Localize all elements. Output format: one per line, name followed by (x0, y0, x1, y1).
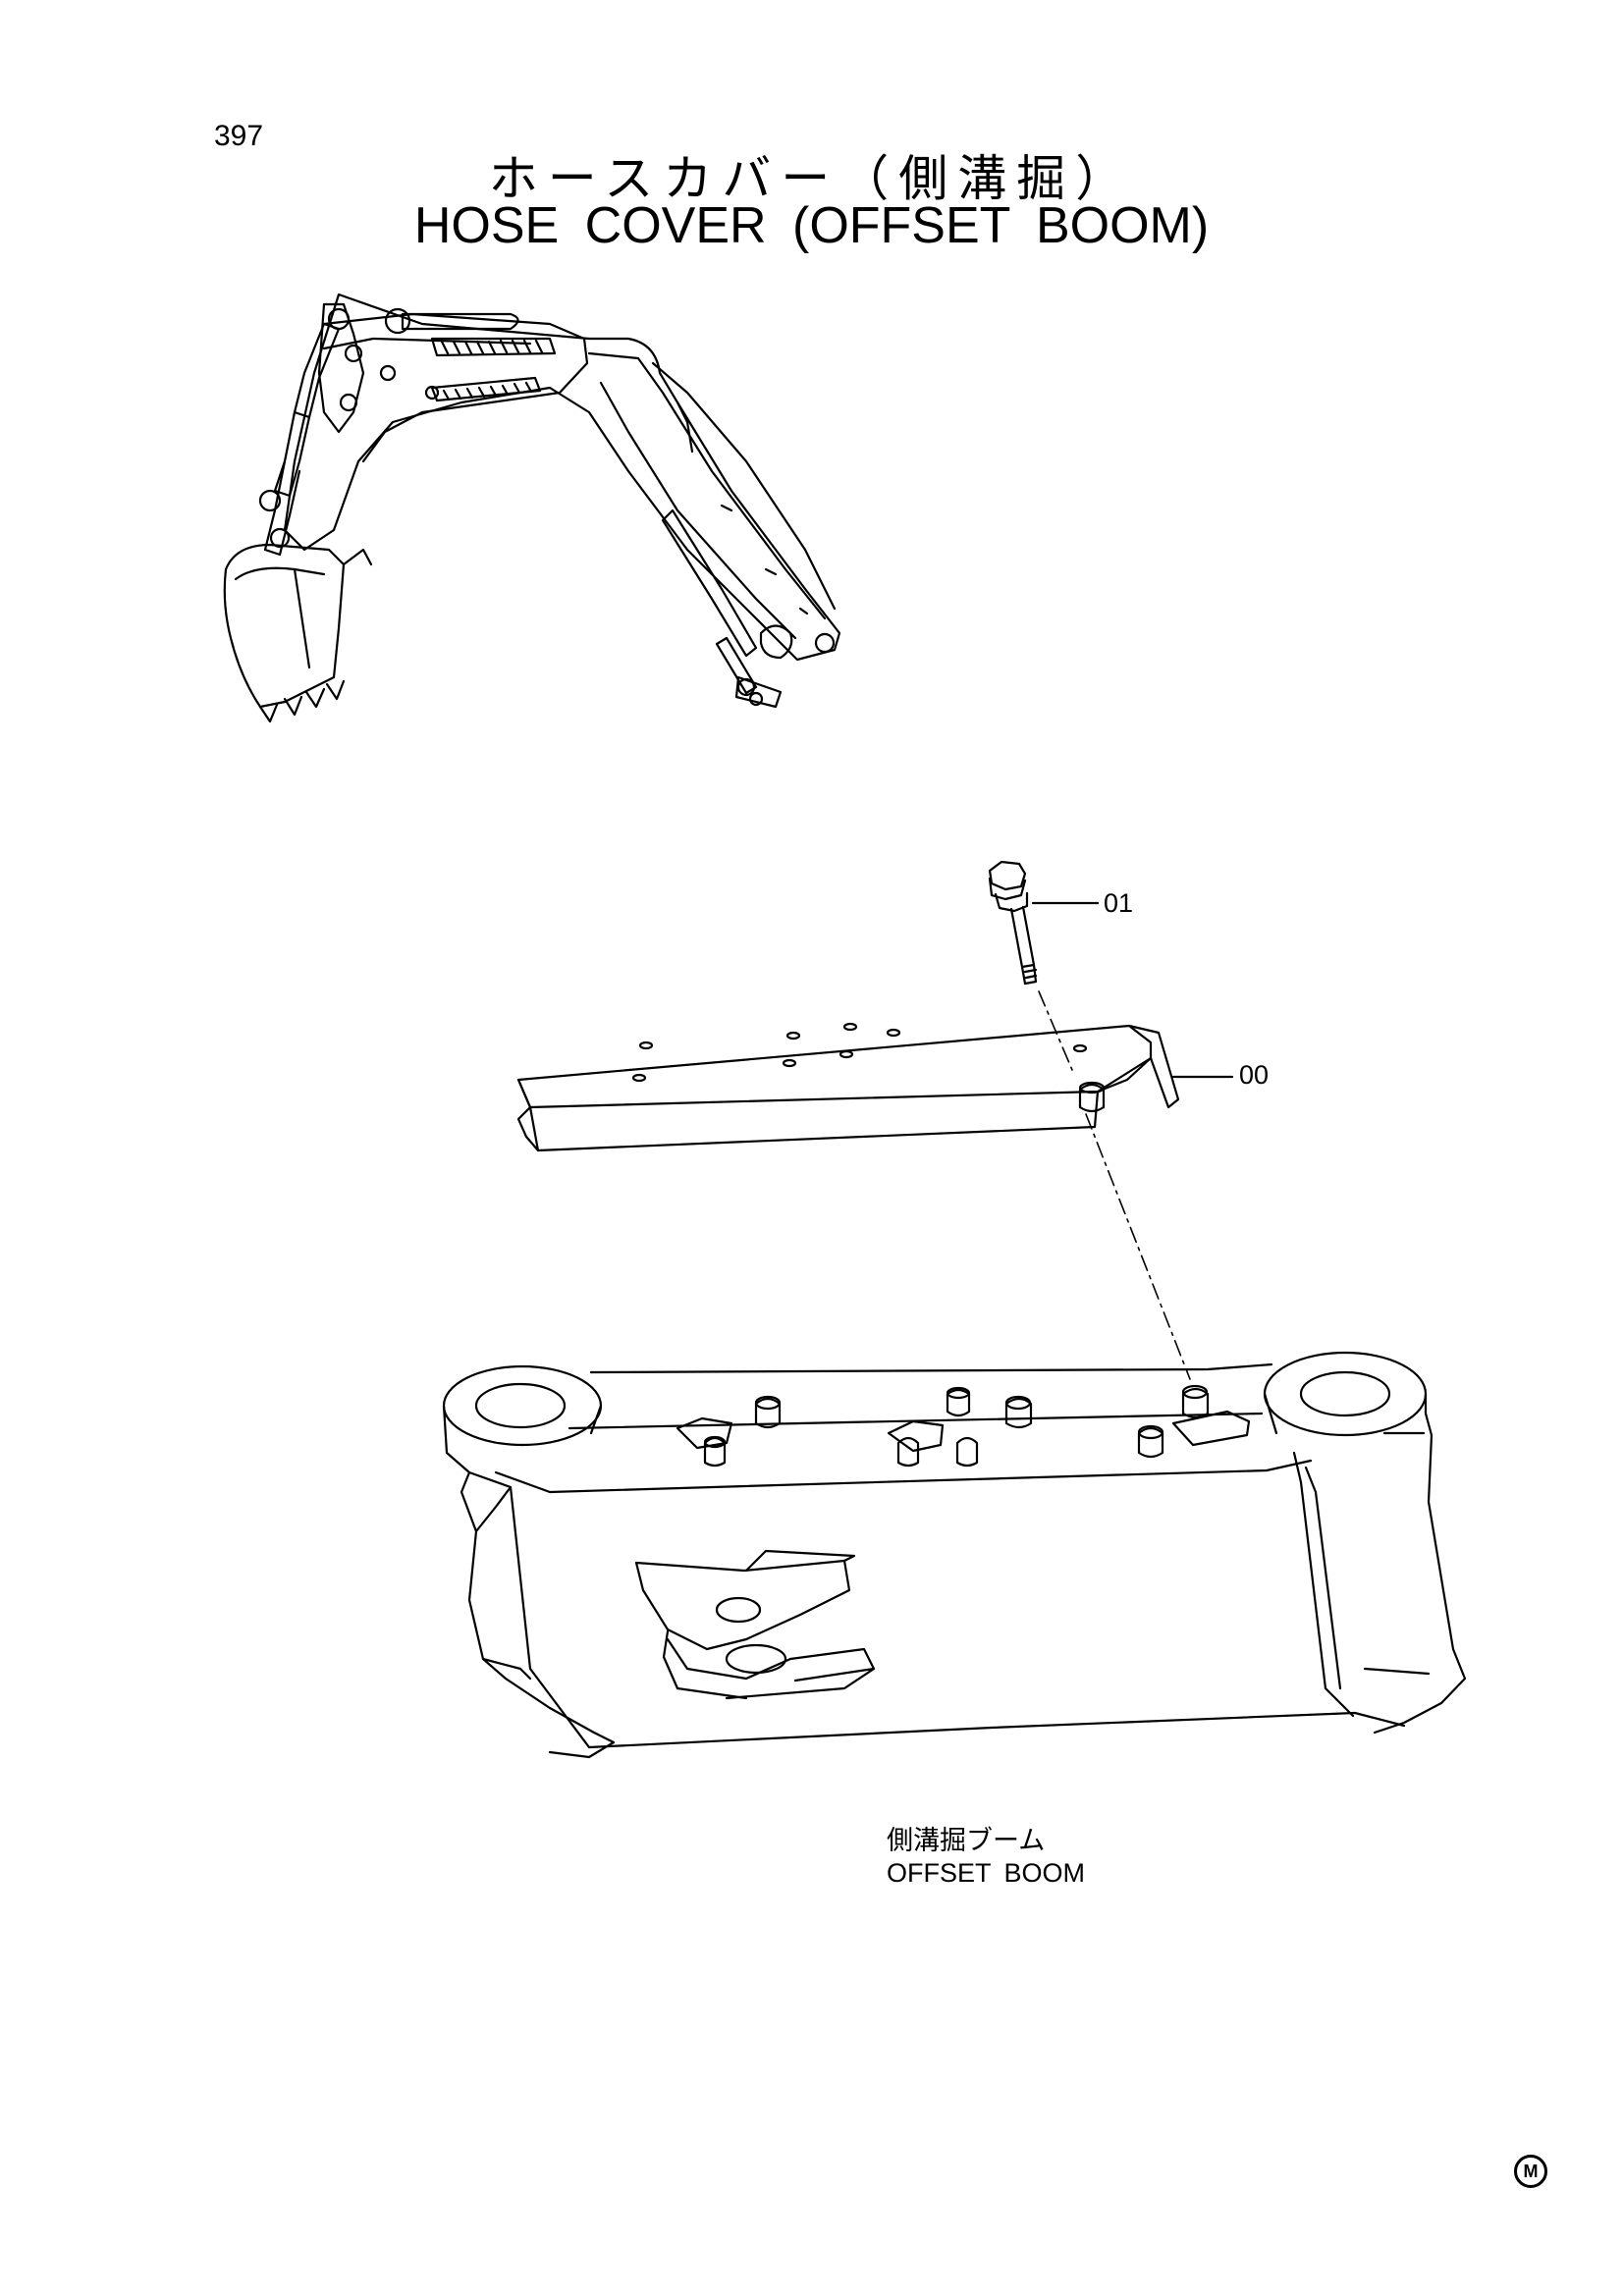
title-english: HOSE COVER (OFFSET BOOM) (413, 197, 1210, 254)
caption-japanese: 側溝掘ブーム (887, 1826, 1046, 1856)
assembly-centerline (1039, 991, 1190, 1379)
callout-bolt-number: 01 (1104, 888, 1134, 918)
page-number: 397 (214, 120, 264, 152)
offset-boom-body (444, 1353, 1465, 1757)
hose-cover-part (518, 1024, 1232, 1150)
circled-m-mark: M (1514, 2155, 1547, 2188)
bolt-part (990, 862, 1098, 984)
title-japanese: ホースカバー（側溝掘） (488, 150, 1135, 207)
excavator-attachment-overview (225, 294, 839, 721)
caption-english: OFFSET BOOM (887, 1858, 1086, 1888)
callout-cover-number: 00 (1239, 1060, 1270, 1090)
